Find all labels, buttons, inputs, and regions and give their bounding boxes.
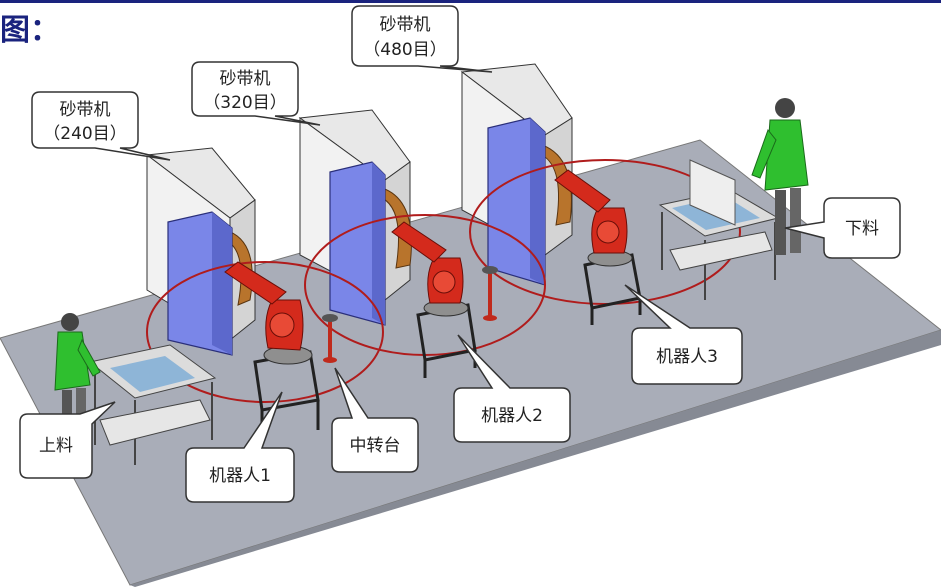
callout-robot-1: 机器人1 — [185, 391, 295, 503]
transfer-station-2 — [482, 266, 498, 321]
robot-1 — [224, 261, 320, 440]
callout-loading: 上料 — [19, 401, 116, 479]
callout-belt-machine-3-line2: （480目） — [363, 40, 446, 60]
robot-1-reach-circle — [146, 261, 384, 403]
sanding-machine-3 — [460, 63, 573, 286]
callout-belt-machine-3: 砂带机 （480目） — [351, 5, 493, 73]
robot-3 — [554, 169, 642, 325]
floor-edge — [130, 330, 941, 587]
page-title-fragment: 图： — [0, 13, 60, 48]
callout-unloading-label: 下料 — [845, 219, 879, 239]
callout-robot-1-label: 机器人1 — [209, 466, 271, 486]
callout-robot-3-label: 机器人3 — [656, 347, 718, 367]
worker-unloading — [751, 98, 809, 255]
callout-belt-machine-3-line1: 砂带机 — [380, 15, 431, 35]
callout-robot-3: 机器人3 — [624, 284, 743, 385]
callout-transfer-label: 中转台 — [350, 436, 401, 456]
callout-belt-machine-1-line2: （240目） — [43, 124, 126, 144]
callout-belt-machine-2-line1: 砂带机 — [220, 69, 271, 89]
callout-transfer-station: 中转台 — [331, 367, 419, 473]
callout-loading-label: 上料 — [39, 436, 73, 456]
loading-table — [88, 344, 217, 465]
robot-2 — [391, 221, 477, 378]
callout-belt-machine-1-line1: 砂带机 — [60, 100, 111, 120]
callout-robot-2: 机器人2 — [453, 334, 571, 443]
callout-belt-machine-2-line2: （320目） — [203, 93, 286, 113]
callout-belt-machine-2: 砂带机 （320目） — [191, 61, 321, 126]
transfer-station-1 — [322, 314, 338, 363]
callout-robot-2-label: 机器人2 — [481, 406, 543, 426]
callout-belt-machine-1: 砂带机 （240目） — [31, 91, 171, 161]
unloading-table — [658, 159, 780, 300]
callout-unloading: 下料 — [784, 197, 901, 259]
sanding-machine-2 — [298, 109, 412, 326]
title-rule — [0, 0, 941, 3]
